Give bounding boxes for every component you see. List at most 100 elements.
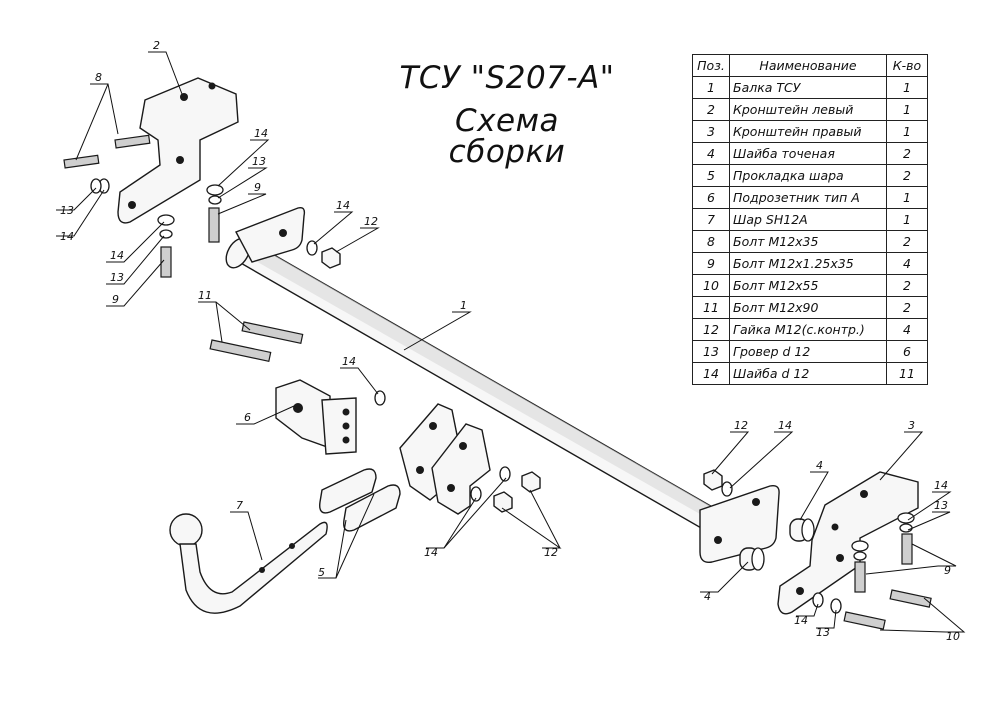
callout-13a: 13 [252, 155, 266, 168]
cell-name: Шайба d 12 [729, 362, 887, 385]
cell-pos: 7 [692, 208, 730, 231]
callout-14a: 14 [254, 127, 268, 140]
callout-14e: 14 [342, 355, 356, 368]
cell-qty: 2 [886, 274, 928, 297]
washers [90, 178, 915, 614]
callout-9a: 9 [254, 181, 261, 194]
cell-qty: 2 [886, 296, 928, 319]
cell-qty: 4 [886, 252, 928, 275]
callout-10: 10 [946, 630, 960, 643]
callout-14g: 14 [778, 419, 792, 432]
callout-12c: 12 [734, 419, 748, 432]
cell-qty: 1 [886, 186, 928, 209]
callout-14d: 14 [336, 199, 350, 212]
cell-qty: 1 [886, 76, 928, 99]
cell-name: Кронштейн правый [729, 120, 887, 143]
cell-pos: 13 [692, 340, 730, 363]
cell-name: Кронштейн левый [729, 98, 887, 121]
left-bracket [117, 77, 239, 224]
socket-plate [275, 379, 357, 455]
callout-2: 2 [153, 39, 160, 52]
cell-qty: 1 [886, 120, 928, 143]
callout-14h: 14 [934, 479, 948, 492]
callout-13b: 13 [60, 204, 74, 217]
cell-pos: 3 [692, 120, 730, 143]
callout-4a: 4 [816, 459, 823, 472]
cell-name: Болт М12х55 [729, 274, 887, 297]
beam-tube [225, 206, 780, 563]
callout-5: 5 [318, 566, 325, 579]
callout-13c: 13 [110, 271, 124, 284]
cell-qty: 1 [886, 98, 928, 121]
callout-13d: 13 [934, 499, 948, 512]
cell-pos: 12 [692, 318, 730, 341]
callout-6: 6 [244, 411, 251, 424]
bolts [63, 134, 932, 630]
cell-pos: 9 [692, 252, 730, 275]
cell-name: Шар SH12A [729, 208, 887, 231]
header-pos: Поз. [692, 54, 730, 77]
callout-7: 7 [236, 499, 243, 512]
leader-lines [56, 51, 966, 633]
callout-3: 3 [908, 419, 915, 432]
callout-12a: 12 [364, 215, 378, 228]
callout-numbers: 2 8 14 13 9 13 14 14 13 9 14 12 1 11 14 … [60, 39, 960, 643]
callout-14f: 14 [424, 546, 438, 559]
ball-shims [319, 468, 401, 532]
cell-name: Балка ТСУ [729, 76, 887, 99]
nuts [321, 247, 723, 513]
cell-qty: 11 [886, 362, 928, 385]
cell-pos: 8 [692, 230, 730, 253]
cell-pos: 6 [692, 186, 730, 209]
title-line-1: ТСУ "S207-A" [399, 60, 615, 96]
cell-qty: 2 [886, 142, 928, 165]
header-qty: К-во [886, 54, 928, 77]
cell-qty: 1 [886, 208, 928, 231]
cell-qty: 2 [886, 230, 928, 253]
cell-pos: 10 [692, 274, 730, 297]
tow-ball [169, 513, 328, 614]
callout-14b: 14 [60, 230, 74, 243]
cell-name: Болт М12х1.25х35 [729, 252, 887, 275]
cell-pos: 14 [692, 362, 730, 385]
cell-name: Прокладка шара [729, 164, 887, 187]
cell-name: Подрозетник тип А [729, 186, 887, 209]
cell-qty: 6 [886, 340, 928, 363]
title-line-2: Схема сборки [448, 103, 566, 170]
cell-name: Гровер d 12 [729, 340, 887, 363]
cell-pos: 1 [692, 76, 730, 99]
parts-table-header-row: Поз. Наименование К-во [692, 54, 928, 77]
callout-9c: 9 [944, 564, 951, 577]
cell-pos: 2 [692, 98, 730, 121]
callout-11: 11 [198, 289, 212, 302]
cell-name: Шайба точеная [729, 142, 887, 165]
cell-name: Болт М12х90 [729, 296, 887, 319]
spacer-washers [739, 518, 815, 571]
callout-4b: 4 [704, 590, 711, 603]
callout-1: 1 [460, 299, 467, 312]
callout-8: 8 [95, 71, 102, 84]
callout-14c: 14 [110, 249, 124, 262]
cell-pos: 11 [692, 296, 730, 319]
callout-14i: 14 [794, 614, 808, 627]
callout-12b: 12 [544, 546, 558, 559]
cell-pos: 5 [692, 164, 730, 187]
cell-pos: 4 [692, 142, 730, 165]
cell-name: Гайка М12(с.контр.) [729, 318, 887, 341]
header-name: Наименование [729, 54, 887, 77]
